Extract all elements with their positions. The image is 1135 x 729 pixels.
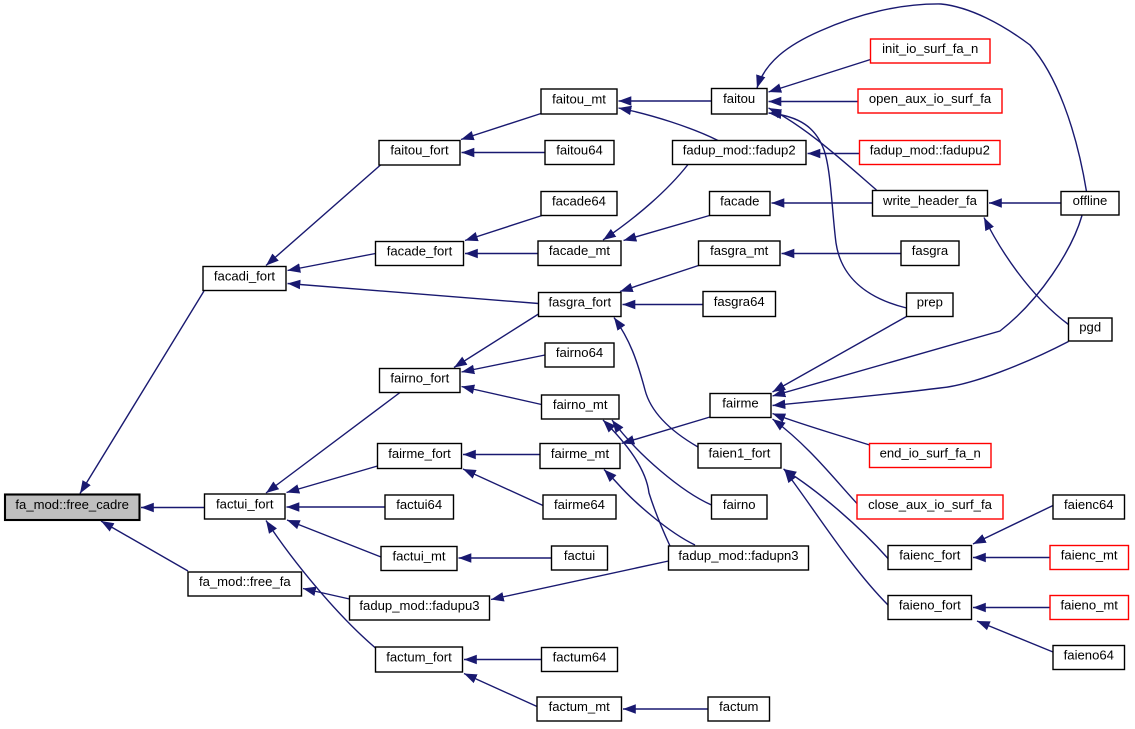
svg-text:init_io_surf_fa_n: init_io_surf_fa_n — [882, 41, 978, 56]
svg-text:fairme64: fairme64 — [554, 497, 605, 512]
svg-text:faitou_fort: faitou_fort — [390, 143, 449, 158]
svg-text:facade64: facade64 — [552, 193, 606, 208]
svg-text:fairme_fort: fairme_fort — [388, 446, 451, 461]
svg-text:fadup_mod::fadup2: fadup_mod::fadup2 — [683, 142, 796, 157]
svg-text:factui_fort: factui_fort — [216, 496, 274, 511]
svg-text:faienc64: faienc64 — [1064, 497, 1114, 512]
svg-text:fairno_fort: fairno_fort — [390, 370, 449, 385]
svg-text:write_header_fa: write_header_fa — [882, 193, 978, 208]
svg-text:prep: prep — [917, 295, 943, 310]
svg-text:faienc_fort: faienc_fort — [899, 547, 961, 562]
svg-text:factum64: factum64 — [553, 649, 607, 664]
svg-text:faitou64: faitou64 — [556, 142, 603, 157]
svg-text:faieno_fort: faieno_fort — [899, 597, 961, 612]
svg-text:fairme_mt: fairme_mt — [551, 446, 610, 461]
svg-text:fadup_mod::fadupn3: fadup_mod::fadupn3 — [678, 548, 798, 563]
svg-text:factui: factui — [564, 548, 595, 563]
svg-text:fa_mod::free_fa: fa_mod::free_fa — [199, 574, 291, 589]
svg-text:factum: factum — [719, 699, 758, 714]
svg-text:faitou_mt: faitou_mt — [552, 91, 606, 106]
svg-text:pgd: pgd — [1079, 319, 1101, 334]
svg-text:faitou: faitou — [723, 91, 755, 106]
svg-text:fadup_mod::fadupu2: fadup_mod::fadupu2 — [870, 142, 990, 157]
svg-text:offline: offline — [1073, 193, 1108, 208]
svg-text:factui64: factui64 — [396, 497, 442, 512]
svg-text:faien1_fort: faien1_fort — [709, 446, 771, 461]
svg-text:faieno_mt: faieno_mt — [1060, 597, 1118, 612]
svg-text:fairno: fairno — [723, 497, 756, 512]
svg-text:fadup_mod::fadupu3: fadup_mod::fadupu3 — [359, 598, 479, 613]
svg-text:factui_mt: factui_mt — [392, 548, 445, 563]
svg-text:facadi_fort: facadi_fort — [214, 268, 276, 283]
svg-text:factum_mt: factum_mt — [549, 699, 610, 714]
svg-text:fairno_mt: fairno_mt — [553, 397, 608, 412]
svg-text:faieno64: faieno64 — [1064, 647, 1114, 662]
svg-text:fairme: fairme — [722, 395, 758, 410]
svg-text:factum_fort: factum_fort — [386, 649, 452, 664]
svg-text:fairno64: fairno64 — [556, 345, 603, 360]
svg-text:close_aux_io_surf_fa: close_aux_io_surf_fa — [868, 497, 992, 512]
svg-text:end_io_surf_fa_n: end_io_surf_fa_n — [880, 445, 981, 460]
svg-text:fa_mod::free_cadre: fa_mod::free_cadre — [15, 497, 129, 512]
svg-text:fasgra: fasgra — [912, 243, 949, 258]
svg-text:faienc_mt: faienc_mt — [1061, 547, 1118, 562]
svg-text:facade_mt: facade_mt — [549, 243, 611, 258]
svg-text:facade: facade — [720, 193, 759, 208]
svg-text:fasgra_fort: fasgra_fort — [549, 294, 612, 309]
svg-text:fasgra_mt: fasgra_mt — [710, 243, 769, 258]
svg-text:open_aux_io_surf_fa: open_aux_io_surf_fa — [869, 91, 992, 106]
svg-text:fasgra64: fasgra64 — [714, 294, 765, 309]
svg-text:facade_fort: facade_fort — [387, 243, 453, 258]
